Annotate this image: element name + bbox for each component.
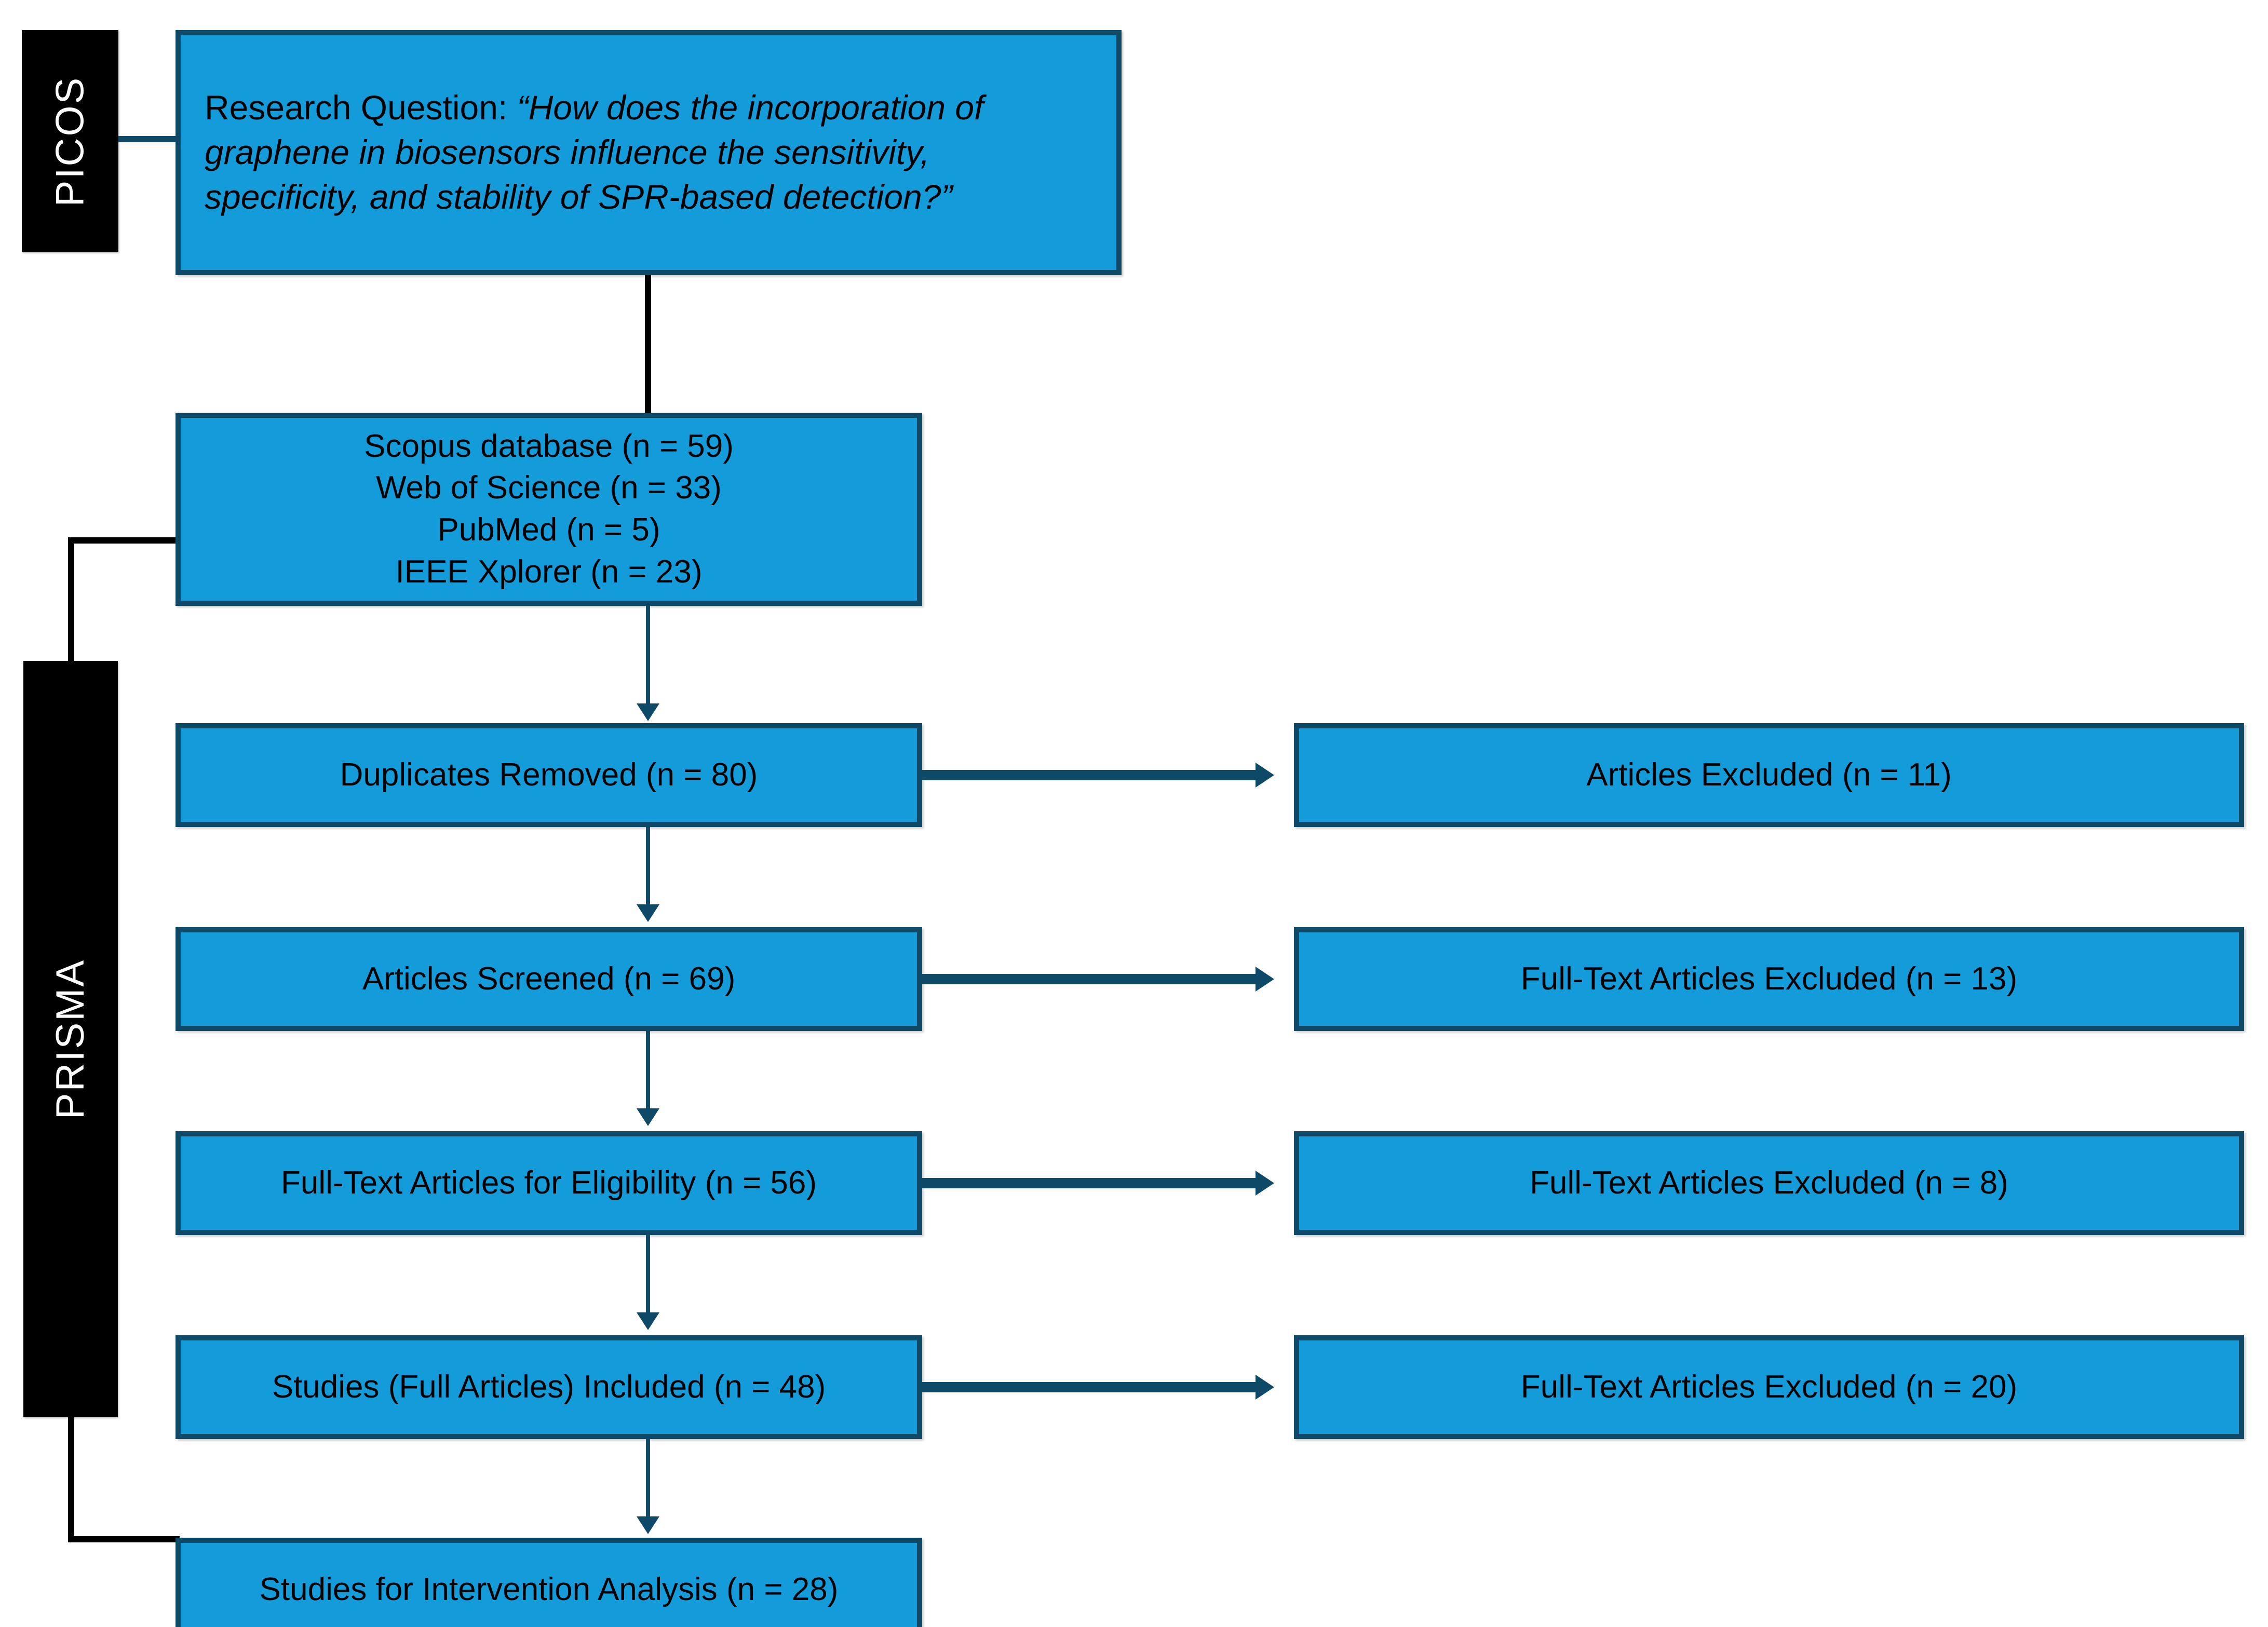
box-studies-included: Studies (Full Articles) Included (n = 48… <box>176 1335 922 1439</box>
section-bar-picos-label: PICOS <box>48 76 92 207</box>
box-studies-intervention-analysis: Studies for Intervention Analysis (n = 2… <box>176 1538 922 1627</box>
duplicates-removed-label: Duplicates Removed (n = 80) <box>340 756 758 793</box>
connector-question-to-sources <box>645 275 651 413</box>
box-database-sources: Scopus database (n = 59) Web of Science … <box>176 413 922 606</box>
articles-excluded-3-label: Full-Text Articles Excluded (n = 8) <box>1530 1164 2008 1201</box>
section-bar-prisma-label: PRISMA <box>48 958 93 1120</box>
arrow-screened-to-excluded-2 <box>1256 967 1274 992</box>
section-bar-picos: PICOS <box>22 30 118 252</box>
articles-excluded-1-label: Articles Excluded (n = 11) <box>1586 756 1952 793</box>
connector-included-to-excluded-4 <box>922 1382 1257 1392</box>
box-research-question: Research Question: “How does the incorpo… <box>176 30 1122 275</box>
connector-duplicates-to-excluded-1 <box>922 770 1257 780</box>
connector-screened-to-eligibility <box>646 1031 650 1114</box>
box-fulltext-eligibility: Full-Text Articles for Eligibility (n = … <box>176 1131 922 1235</box>
research-question-quote: “How does the incorporation of graphene … <box>205 88 984 216</box>
arrow-included-to-intervention <box>637 1516 659 1534</box>
arrow-included-to-excluded-4 <box>1256 1375 1274 1400</box>
studies-intervention-label: Studies for Intervention Analysis (n = 2… <box>259 1571 839 1607</box>
source-line-pubmed: PubMed (n = 5) <box>437 512 660 548</box>
box-duplicates-removed: Duplicates Removed (n = 80) <box>176 723 922 827</box>
source-line-wos: Web of Science (n = 33) <box>376 470 722 506</box>
connector-prisma-up-horizontal <box>68 537 180 544</box>
connector-picos-to-question <box>118 136 177 142</box>
articles-screened-label: Articles Screened (n = 69) <box>362 960 736 997</box>
database-sources-lines: Scopus database (n = 59) Web of Science … <box>349 426 748 593</box>
connector-screened-to-excluded-2 <box>922 974 1257 984</box>
research-question-text: Research Question: “How does the incorpo… <box>181 86 1116 219</box>
source-line-ieee: IEEE Xplorer (n = 23) <box>395 553 703 590</box>
research-question-lead: Research Question: <box>205 88 517 127</box>
arrow-sources-to-duplicates <box>637 703 659 721</box>
arrow-screened-to-eligibility <box>637 1108 659 1126</box>
source-line-scopus: Scopus database (n = 59) <box>364 428 734 464</box>
section-bar-prisma: PRISMA <box>23 661 118 1417</box>
box-articles-excluded-1: Articles Excluded (n = 11) <box>1294 723 2244 827</box>
connector-prisma-down-vertical <box>68 1416 74 1542</box>
articles-excluded-2-label: Full-Text Articles Excluded (n = 13) <box>1520 960 2018 997</box>
connector-duplicates-to-screened <box>646 827 650 910</box>
connector-eligibility-to-excluded-3 <box>922 1178 1257 1188</box>
articles-excluded-4-label: Full-Text Articles Excluded (n = 20) <box>1520 1368 2018 1405</box>
box-articles-excluded-2: Full-Text Articles Excluded (n = 13) <box>1294 927 2244 1031</box>
arrow-duplicates-to-screened <box>637 904 659 922</box>
connector-prisma-down-horizontal <box>68 1536 180 1542</box>
connector-included-to-intervention <box>646 1439 650 1522</box>
arrow-eligibility-to-excluded-3 <box>1256 1171 1274 1196</box>
fulltext-eligibility-label: Full-Text Articles for Eligibility (n = … <box>281 1164 817 1201</box>
box-articles-excluded-4: Full-Text Articles Excluded (n = 20) <box>1294 1335 2244 1439</box>
connector-sources-to-duplicates <box>646 606 650 710</box>
box-articles-excluded-3: Full-Text Articles Excluded (n = 8) <box>1294 1131 2244 1235</box>
studies-included-label: Studies (Full Articles) Included (n = 48… <box>272 1368 826 1405</box>
connector-prisma-up-vertical <box>68 537 74 662</box>
connector-eligibility-to-included <box>646 1235 650 1318</box>
box-articles-screened: Articles Screened (n = 69) <box>176 927 922 1031</box>
arrow-duplicates-to-excluded-1 <box>1256 763 1274 788</box>
arrow-eligibility-to-included <box>637 1312 659 1330</box>
